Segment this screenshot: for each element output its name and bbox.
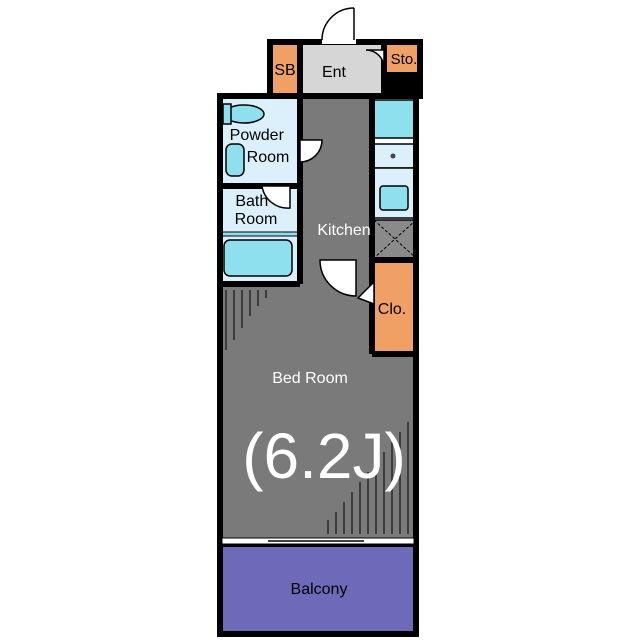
washbasin-icon: [225, 143, 245, 177]
powder-room-door-icon: [299, 139, 323, 163]
label-entrance: Ent: [322, 64, 347, 81]
closet: [374, 262, 416, 354]
storage: [384, 42, 420, 72]
storage-base: [384, 72, 420, 96]
label-kitchen: Kitchen: [317, 222, 370, 239]
sink-icon: [379, 185, 409, 211]
label-bath-room-line1: Bath: [235, 193, 268, 210]
label-closet: Clo.: [378, 301, 406, 318]
bedroom-hatching: [225, 290, 409, 534]
label-balcony: Balcony: [291, 581, 348, 598]
kitchen-floor: [300, 96, 372, 260]
bedroom-door-icon: [319, 259, 357, 297]
label-powder-room-line2: Room: [247, 149, 290, 166]
label-bed-room-size: (6.2J): [242, 420, 406, 492]
label-bath-room-line2: Room: [235, 211, 278, 228]
burner-icon: [390, 153, 396, 159]
washer-space: [373, 219, 417, 259]
closet-door-icon: [356, 280, 375, 306]
fridge-icon: [373, 99, 417, 139]
entrance-door-icon: [321, 7, 356, 44]
storage-door-icon: [365, 49, 385, 69]
label-bath-room: Bath Room: [235, 193, 278, 228]
bath-fixture-line: [221, 231, 299, 237]
balcony-sliding-door: [221, 537, 415, 545]
bath-room-door-icon: [261, 185, 291, 209]
label-storage: Sto.: [391, 51, 418, 68]
bathtub-icon: [223, 239, 293, 277]
toilet-tank-icon: [222, 103, 232, 125]
label-sb: SB: [274, 62, 295, 79]
label-powder-room: Powder Room: [230, 127, 290, 166]
shoe-box: [270, 42, 300, 96]
label-powder-room-line1: Powder: [230, 127, 285, 144]
label-bed-room: Bed Room: [272, 370, 348, 387]
washer-space-cross-icon: [373, 219, 417, 259]
balcony: [220, 544, 416, 634]
